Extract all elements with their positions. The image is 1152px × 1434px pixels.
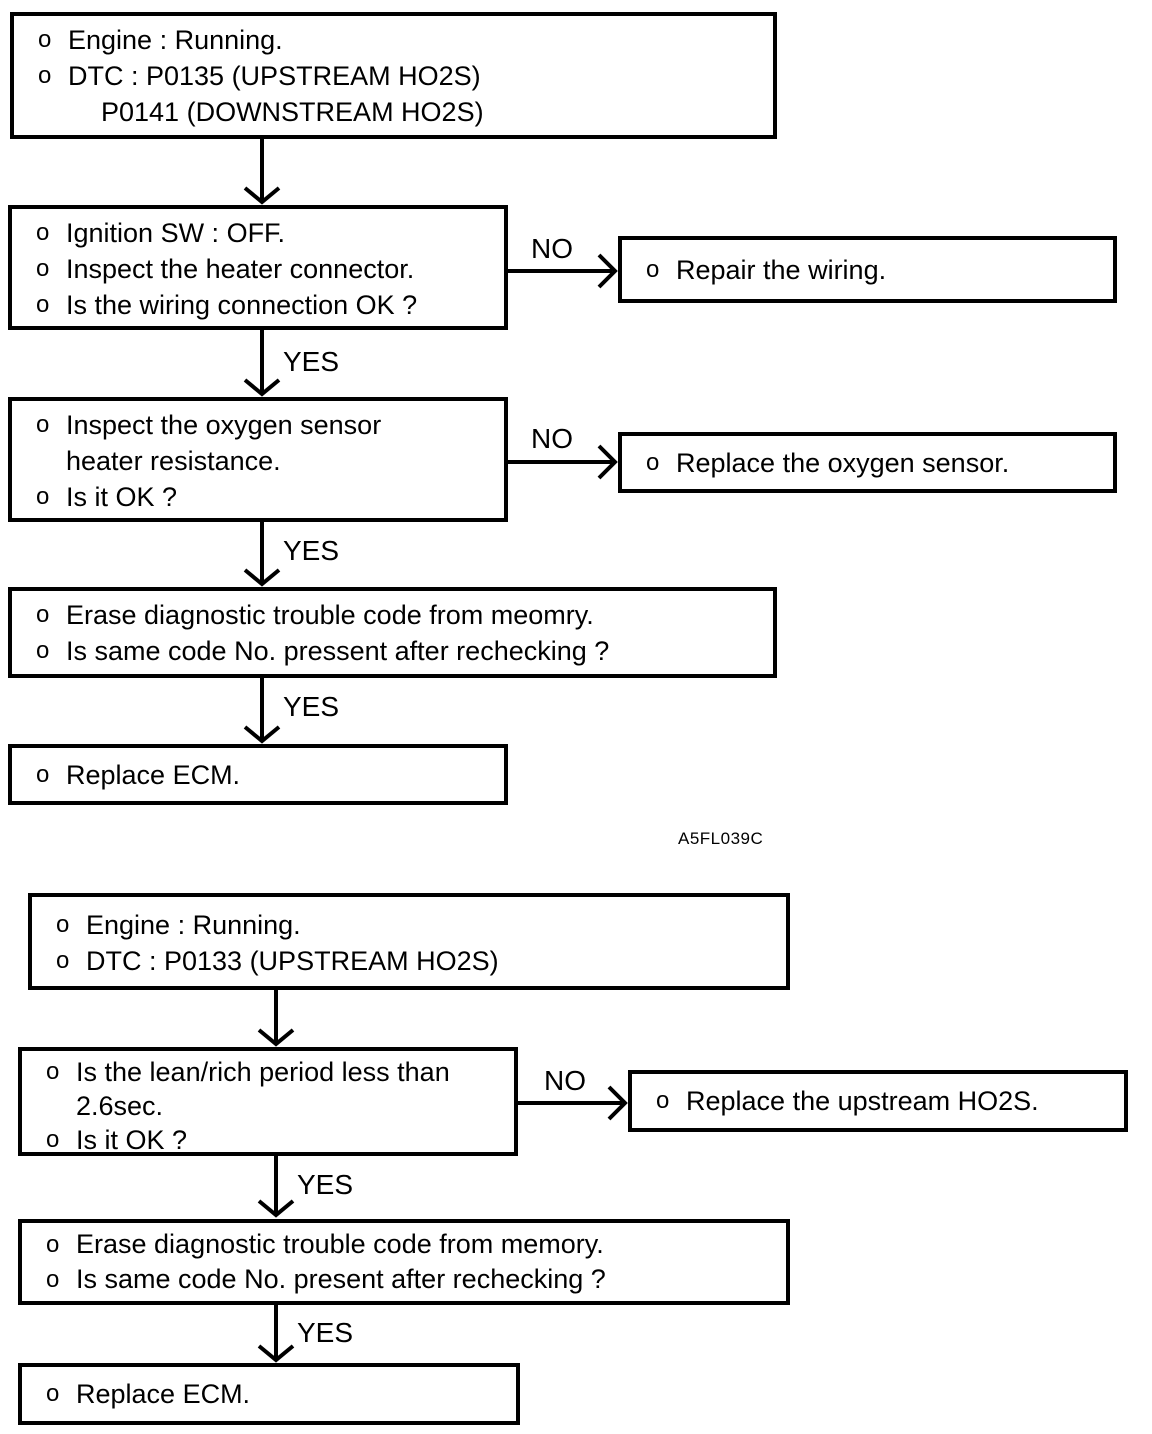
flow-row: o Is it OK ?	[36, 479, 496, 515]
flow-row: o Replace ECM.	[36, 757, 496, 793]
bullet: o	[46, 1058, 60, 1085]
figure-code: A5FL039C	[678, 829, 764, 848]
bullet: o	[46, 1126, 60, 1153]
bullet: o	[646, 448, 660, 476]
row-text: Replace the upstream HO2S.	[686, 1086, 1039, 1116]
flow-row: 2.6sec.	[46, 1089, 506, 1123]
flow-row: o Replace the oxygen sensor.	[646, 445, 1105, 481]
yes-label-2: YES	[283, 535, 340, 566]
flow-row: o Replace ECM.	[46, 1376, 508, 1412]
row-text: P0141 (DOWNSTREAM HO2S)	[101, 97, 484, 127]
row-text: DTC : P0133 (UPSTREAM HO2S)	[86, 946, 499, 976]
flow-row: P0141 (DOWNSTREAM HO2S)	[38, 94, 765, 130]
bullet: o	[36, 291, 50, 318]
flow1-replace-ecm-box: o Replace ECM.	[8, 744, 508, 805]
arrow-yes-4	[257, 1156, 295, 1218]
no-label-3: NO	[544, 1065, 586, 1096]
bullet: o	[646, 255, 660, 283]
row-text: Is the wiring connection OK ?	[66, 290, 418, 320]
yes-label-3: YES	[283, 691, 340, 722]
row-text: Is it OK ?	[66, 482, 178, 512]
flow2-replace-ecm-box: o Replace ECM.	[18, 1363, 520, 1425]
bullet: o	[36, 760, 50, 788]
row-text: Is the lean/rich period less than	[76, 1057, 450, 1087]
yes-label-5: YES	[297, 1317, 354, 1348]
flow-row: o Is same code No. present after recheck…	[46, 1262, 778, 1297]
bullet: o	[36, 255, 50, 282]
flow2-erase-code-box: o Erase diagnostic trouble code from mem…	[18, 1219, 790, 1305]
arrow-down-start1	[243, 139, 281, 205]
no-label-1: NO	[531, 233, 573, 264]
bullet: o	[56, 911, 70, 938]
row-text: Replace ECM.	[76, 1379, 251, 1409]
flow-row: o Is same code No. pressent after rechec…	[36, 633, 765, 669]
flow2-check-period-box: o Is the lean/rich period less than 2.6s…	[18, 1047, 518, 1156]
flow-row: o Is the lean/rich period less than	[46, 1055, 506, 1089]
flow-row: o Erase diagnostic trouble code from mem…	[46, 1227, 778, 1262]
no-label-2: NO	[531, 423, 573, 454]
flow-row: o Replace the upstream HO2S.	[656, 1083, 1116, 1119]
bullet	[36, 443, 66, 479]
flow1-check-wiring-box: o Ignition SW : OFF. o Inspect the heate…	[8, 205, 508, 330]
flow-row: o Repair the wiring.	[646, 252, 1105, 288]
bullet: o	[656, 1087, 670, 1114]
bullet: o	[36, 411, 50, 438]
bullet	[38, 94, 68, 130]
arrow-yes-3	[243, 678, 281, 744]
row-text: heater resistance.	[66, 446, 281, 476]
flow-row: o Is it OK ?	[46, 1123, 506, 1157]
bullet	[46, 1089, 76, 1123]
row-text: Replace the oxygen sensor.	[676, 447, 1010, 478]
arrow-yes-5	[257, 1305, 295, 1363]
flow2-replace-ho2s-box: o Replace the upstream HO2S.	[628, 1070, 1128, 1132]
flow-row: o Engine : Running.	[38, 22, 765, 58]
flow1-check-heater-box: o Inspect the oxygen sensor heater resis…	[8, 397, 508, 522]
row-text: Engine : Running.	[86, 910, 301, 940]
yes-label-4: YES	[297, 1169, 354, 1200]
flow-row: o DTC : P0135 (UPSTREAM HO2S)	[38, 58, 765, 94]
row-text: Is same code No. pressent after rechecki…	[66, 636, 610, 666]
bullet: o	[46, 1231, 60, 1258]
bullet: o	[36, 601, 50, 628]
flow-row: heater resistance.	[36, 443, 496, 479]
flow1-start-box: o Engine : Running. o DTC : P0135 (UPSTR…	[10, 12, 777, 139]
bullet: o	[36, 219, 50, 246]
row-text: Repair the wiring.	[676, 254, 887, 285]
bullet: o	[46, 1380, 60, 1407]
flow-row: o DTC : P0133 (UPSTREAM HO2S)	[56, 943, 778, 979]
row-text: Inspect the heater connector.	[66, 254, 415, 284]
arrow-yes-2	[243, 522, 281, 587]
flow1-repair-wiring-box: o Repair the wiring.	[618, 236, 1117, 303]
row-text: Is it OK ?	[76, 1125, 188, 1155]
row-text: Inspect the oxygen sensor	[66, 410, 382, 440]
yes-label-1: YES	[283, 346, 340, 377]
flow-row: o Erase diagnostic trouble code from meo…	[36, 597, 765, 633]
bullet: o	[56, 947, 70, 974]
arrow-down-start2	[257, 990, 295, 1047]
row-text: Erase diagnostic trouble code from meomr…	[66, 600, 594, 630]
flow-row: o Ignition SW : OFF.	[36, 215, 496, 251]
row-text: Erase diagnostic trouble code from memor…	[76, 1229, 604, 1259]
flow1-replace-sensor-box: o Replace the oxygen sensor.	[618, 432, 1117, 493]
flow1-erase-code-box: o Erase diagnostic trouble code from meo…	[8, 587, 777, 678]
bullet: o	[38, 62, 52, 89]
row-text: Is same code No. present after recheckin…	[76, 1264, 606, 1294]
row-text: DTC : P0135 (UPSTREAM HO2S)	[68, 61, 481, 91]
flow-row: o Is the wiring connection OK ?	[36, 287, 496, 323]
row-text: 2.6sec.	[76, 1091, 164, 1121]
bullet: o	[46, 1266, 60, 1293]
arrow-yes-1	[243, 330, 281, 397]
row-text: Engine : Running.	[68, 25, 283, 55]
flow-row: o Inspect the heater connector.	[36, 251, 496, 287]
bullet: o	[36, 637, 50, 664]
bullet: o	[36, 483, 50, 510]
flow-row: o Engine : Running.	[56, 907, 778, 943]
row-text: Replace ECM.	[66, 759, 241, 790]
flow2-start-box: o Engine : Running. o DTC : P0133 (UPSTR…	[28, 893, 790, 990]
bullet: o	[38, 26, 52, 53]
flow-row: o Inspect the oxygen sensor	[36, 407, 496, 443]
row-text: Ignition SW : OFF.	[66, 218, 286, 248]
